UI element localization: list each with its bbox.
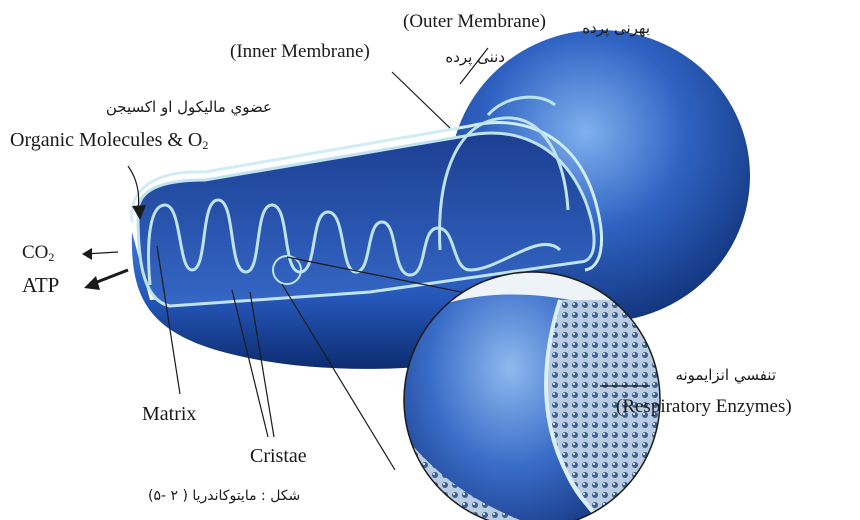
label-matrix: Matrix	[142, 403, 196, 425]
label-enzymes-en: (Respiratory Enzymes)	[616, 396, 792, 417]
label-organic-ps: عضوي ماليکول او اکسيجن	[106, 98, 272, 117]
label-atp: ATP	[22, 273, 59, 297]
co2-arrowhead	[82, 248, 92, 260]
label-enzymes-ps: تنفسي انزايمونه	[675, 366, 776, 385]
inner-membrane-leader	[392, 72, 450, 128]
label-organic-en: Organic Molecules & O2	[10, 129, 208, 152]
label-cristae: Cristae	[250, 445, 307, 467]
label-outer-membrane-ps: بهرنی پرده	[582, 19, 650, 38]
atp-arrowhead	[84, 276, 100, 290]
label-co2: CO2	[22, 242, 54, 264]
label-inner-membrane-en: (Inner Membrane)	[230, 41, 370, 62]
label-outer-membrane-en: (Outer Membrane)	[403, 11, 546, 32]
label-inner-membrane-ps: دننی پرده	[445, 48, 505, 67]
figure-caption: (۵- ۲ ) شکل : مايتوکاندريا	[148, 488, 300, 504]
